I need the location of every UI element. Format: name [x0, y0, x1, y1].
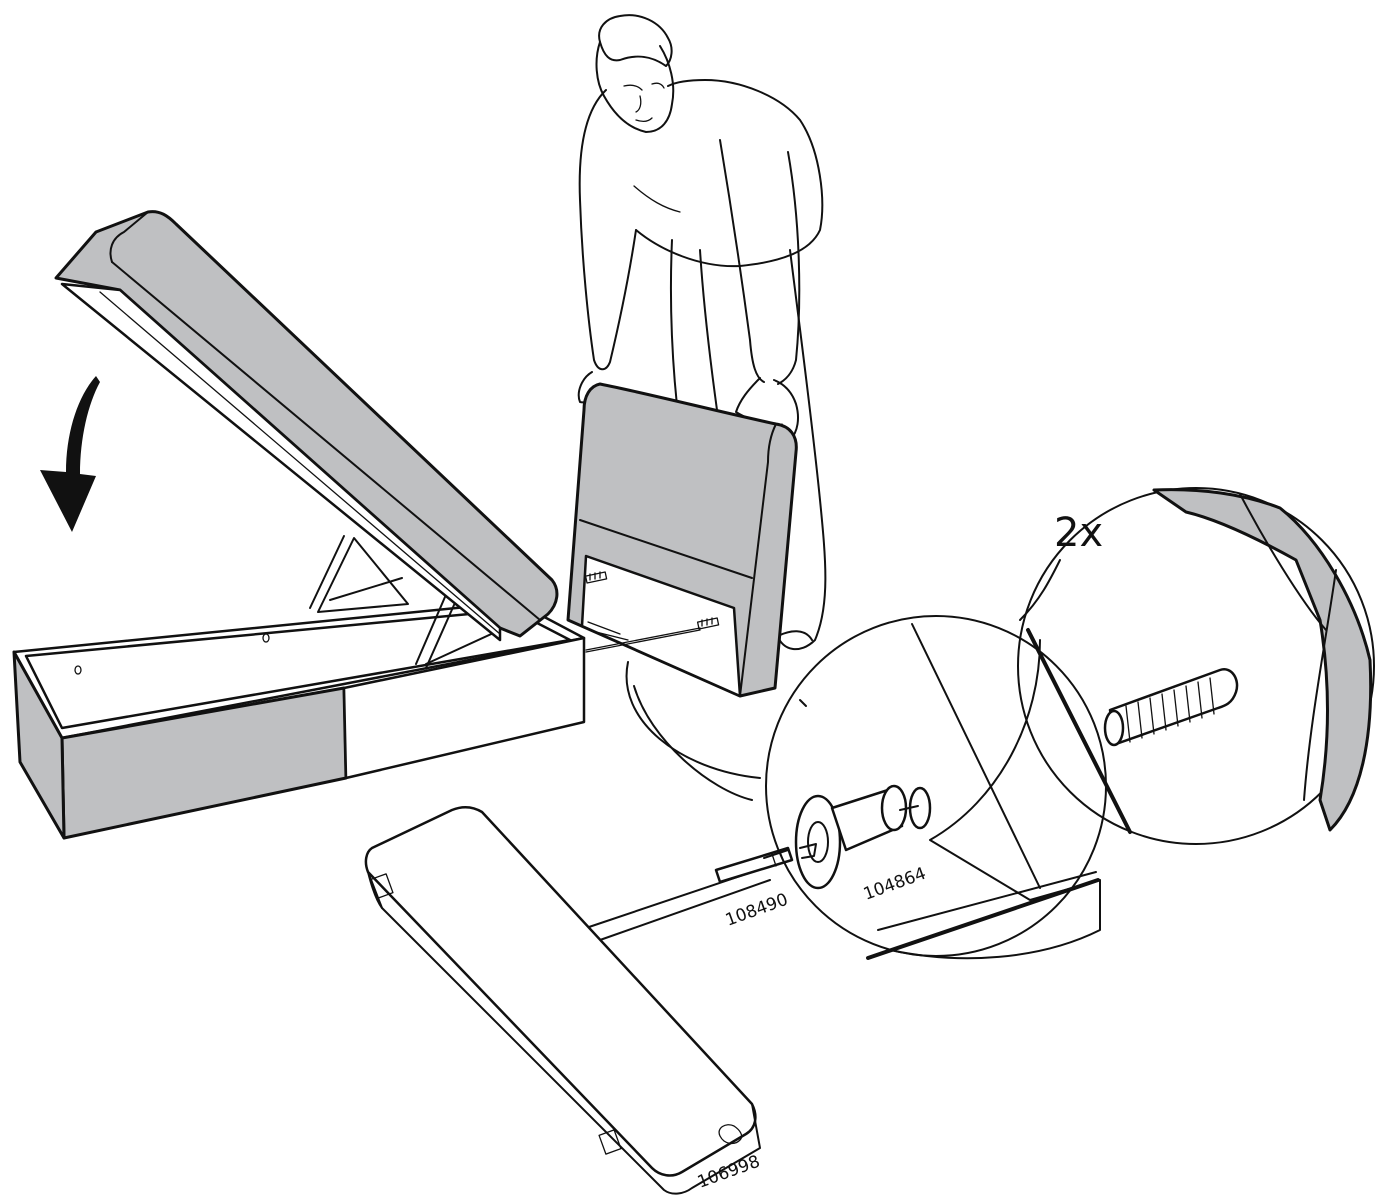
backrest-screw: [584, 571, 608, 584]
storage-base: [12, 600, 586, 840]
part-number-label: 108490: [723, 890, 791, 931]
magnifier-fitting: [765, 615, 1107, 960]
connector-bolt: [714, 846, 794, 884]
storage-lid: [54, 210, 559, 642]
armrest-part: [364, 806, 761, 1195]
backrest-screw: [696, 617, 720, 630]
connector-fitting: [794, 784, 932, 890]
curved-down-arrow-icon: [40, 376, 100, 532]
magnifier-screw: [1017, 487, 1375, 845]
part-number-label: 104864: [861, 864, 929, 905]
threaded-screw: [1103, 668, 1239, 747]
backrest-cushion: [566, 382, 798, 698]
quantity-label: 2x: [1054, 510, 1103, 556]
